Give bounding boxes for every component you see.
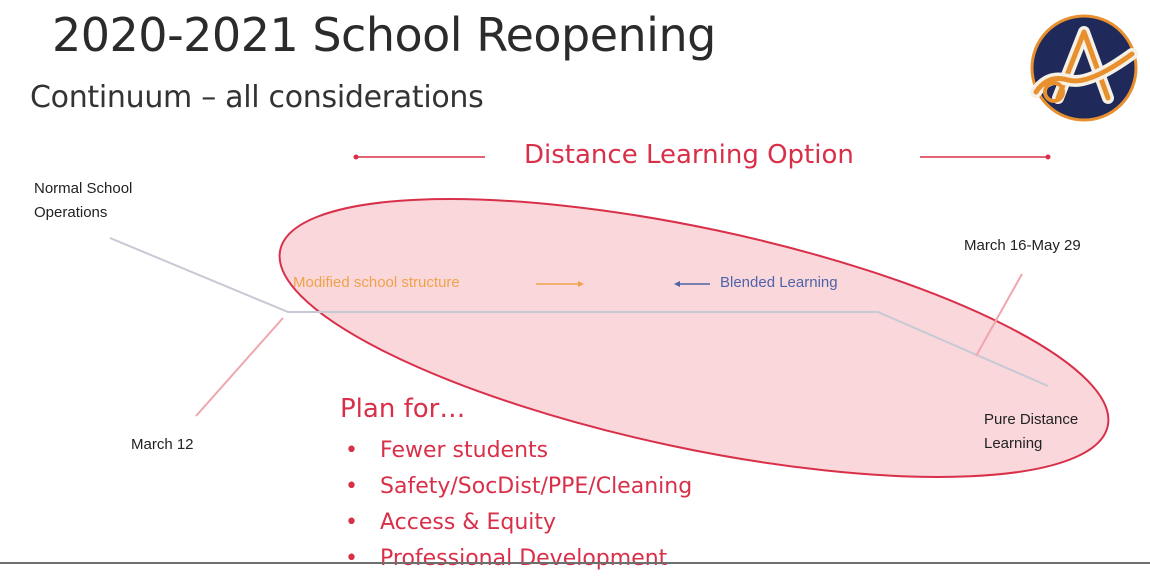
normal-ops-line2: Operations <box>34 204 108 221</box>
march12-pointer <box>195 317 284 417</box>
bullet-item: Fewer students <box>345 436 692 472</box>
normal-ops-line1: Normal School <box>34 180 133 197</box>
march16-pointer <box>975 273 1023 357</box>
bullet-item: Access & Equity <box>345 508 692 544</box>
plan-for-heading: Plan for… <box>340 394 466 424</box>
blended-learning-label: Blended Learning <box>720 274 838 291</box>
slide-title: 2020-2021 School Reopening <box>52 8 716 62</box>
bullet-item: Safety/SocDist/PPE/Cleaning <box>345 472 692 508</box>
distance-learning-label: Distance Learning Option <box>524 140 854 170</box>
normal-operations-label: Normal School Operations <box>34 177 132 225</box>
pure-distance-label: Pure Distance Learning <box>984 408 1078 456</box>
march16-label: March 16-May 29 <box>964 237 1081 254</box>
continuum-line <box>109 237 1049 387</box>
slide-subtitle: Continuum – all considerations <box>30 80 484 115</box>
pure-distance-line1: Pure Distance <box>984 411 1079 428</box>
bottom-divider <box>0 562 1150 564</box>
plan-bullet-list: Fewer students Safety/SocDist/PPE/Cleani… <box>345 436 692 580</box>
modified-structure-label: Modified school structure <box>293 274 460 291</box>
march12-label: March 12 <box>131 436 194 453</box>
school-logo-icon <box>1030 14 1138 122</box>
pure-distance-line2: Learning <box>984 435 1043 452</box>
